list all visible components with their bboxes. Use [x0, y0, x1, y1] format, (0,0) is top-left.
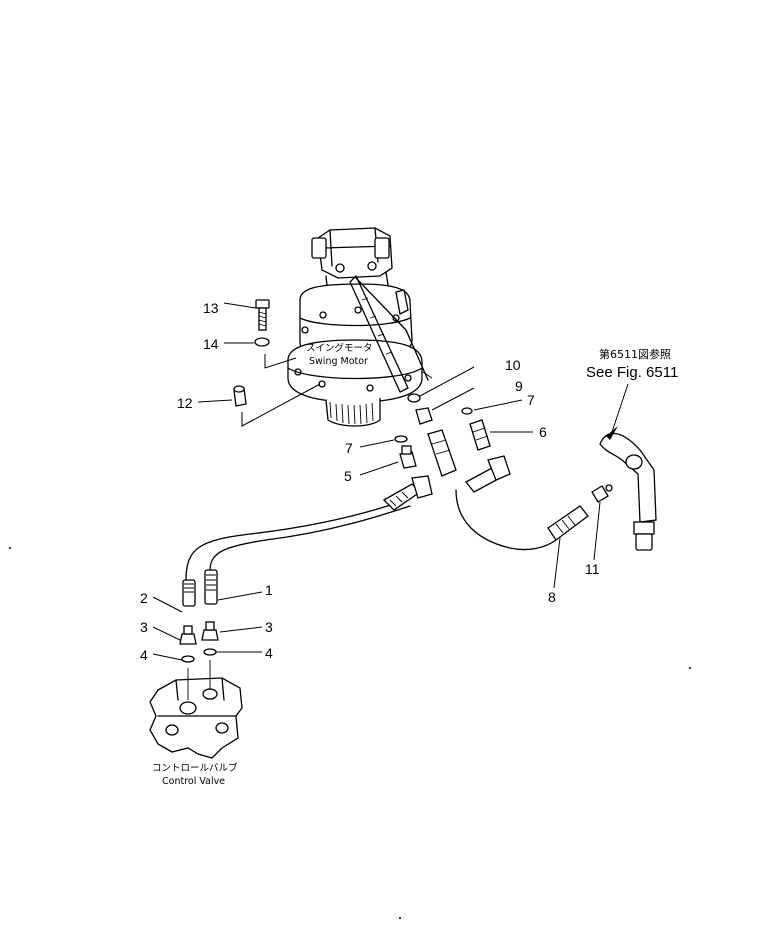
- adapter-3-right: [201, 621, 219, 641]
- pipe-fig-6511: [599, 432, 657, 551]
- callout-4-left: 4: [140, 647, 148, 663]
- callout-14: 14: [203, 336, 219, 352]
- bolt-13: [255, 299, 270, 331]
- adapter-3-left: [179, 625, 197, 645]
- o-ring-7-left: [394, 435, 408, 443]
- control-valve-label-jp: コントロールバルブ: [152, 762, 238, 774]
- callout-6: 6: [539, 424, 547, 440]
- swing-motor-label-jp: スイングモータ: [306, 342, 373, 354]
- callout-8: 8: [548, 589, 556, 605]
- control-valve: [149, 660, 243, 759]
- see-fig-label-jp: 第6511図参照: [599, 347, 671, 361]
- hose-assembly-8: [455, 455, 589, 551]
- scan-speck: [689, 667, 691, 669]
- callout-7-right: 7: [527, 392, 535, 408]
- callout-11: 11: [585, 561, 600, 577]
- adapter-11: [591, 484, 613, 503]
- callout-3-left: 3: [140, 619, 148, 635]
- callout-3-right: 3: [265, 619, 273, 635]
- o-ring-10: [407, 393, 421, 403]
- o-ring-7-right: [461, 407, 473, 415]
- callout-9: 9: [515, 378, 523, 394]
- control-valve-label-en: Control Valve: [162, 776, 225, 787]
- adapter-9: [415, 407, 433, 425]
- callout-7-left: 7: [345, 440, 353, 456]
- adapter-6: [469, 419, 491, 451]
- callout-12: 12: [177, 395, 193, 411]
- callout-13: 13: [203, 300, 219, 316]
- swing-motor: [287, 227, 429, 427]
- callout-10: 10: [505, 357, 521, 373]
- washer-14: [254, 337, 270, 347]
- swing-motor-label-en: Swing Motor: [309, 356, 368, 367]
- callout-2: 2: [140, 590, 148, 606]
- hose-assembly-1-2: [185, 475, 433, 581]
- adapter-5: [399, 445, 417, 469]
- hose-end-fitting-2: [182, 579, 196, 607]
- plug-12: [233, 385, 247, 407]
- see-fig-label-en: See Fig. 6511: [586, 364, 678, 381]
- hose-end-fitting-1: [204, 569, 218, 605]
- fitting-9-body: [427, 429, 457, 477]
- callout-5: 5: [344, 468, 352, 484]
- o-ring-4-left: [181, 655, 195, 663]
- o-ring-4-right: [203, 648, 217, 656]
- scan-speck: [399, 917, 401, 919]
- leader-lines: [152, 302, 629, 661]
- scan-speck: [9, 547, 11, 549]
- callout-4-right: 4: [265, 645, 273, 661]
- callout-1: 1: [265, 582, 273, 598]
